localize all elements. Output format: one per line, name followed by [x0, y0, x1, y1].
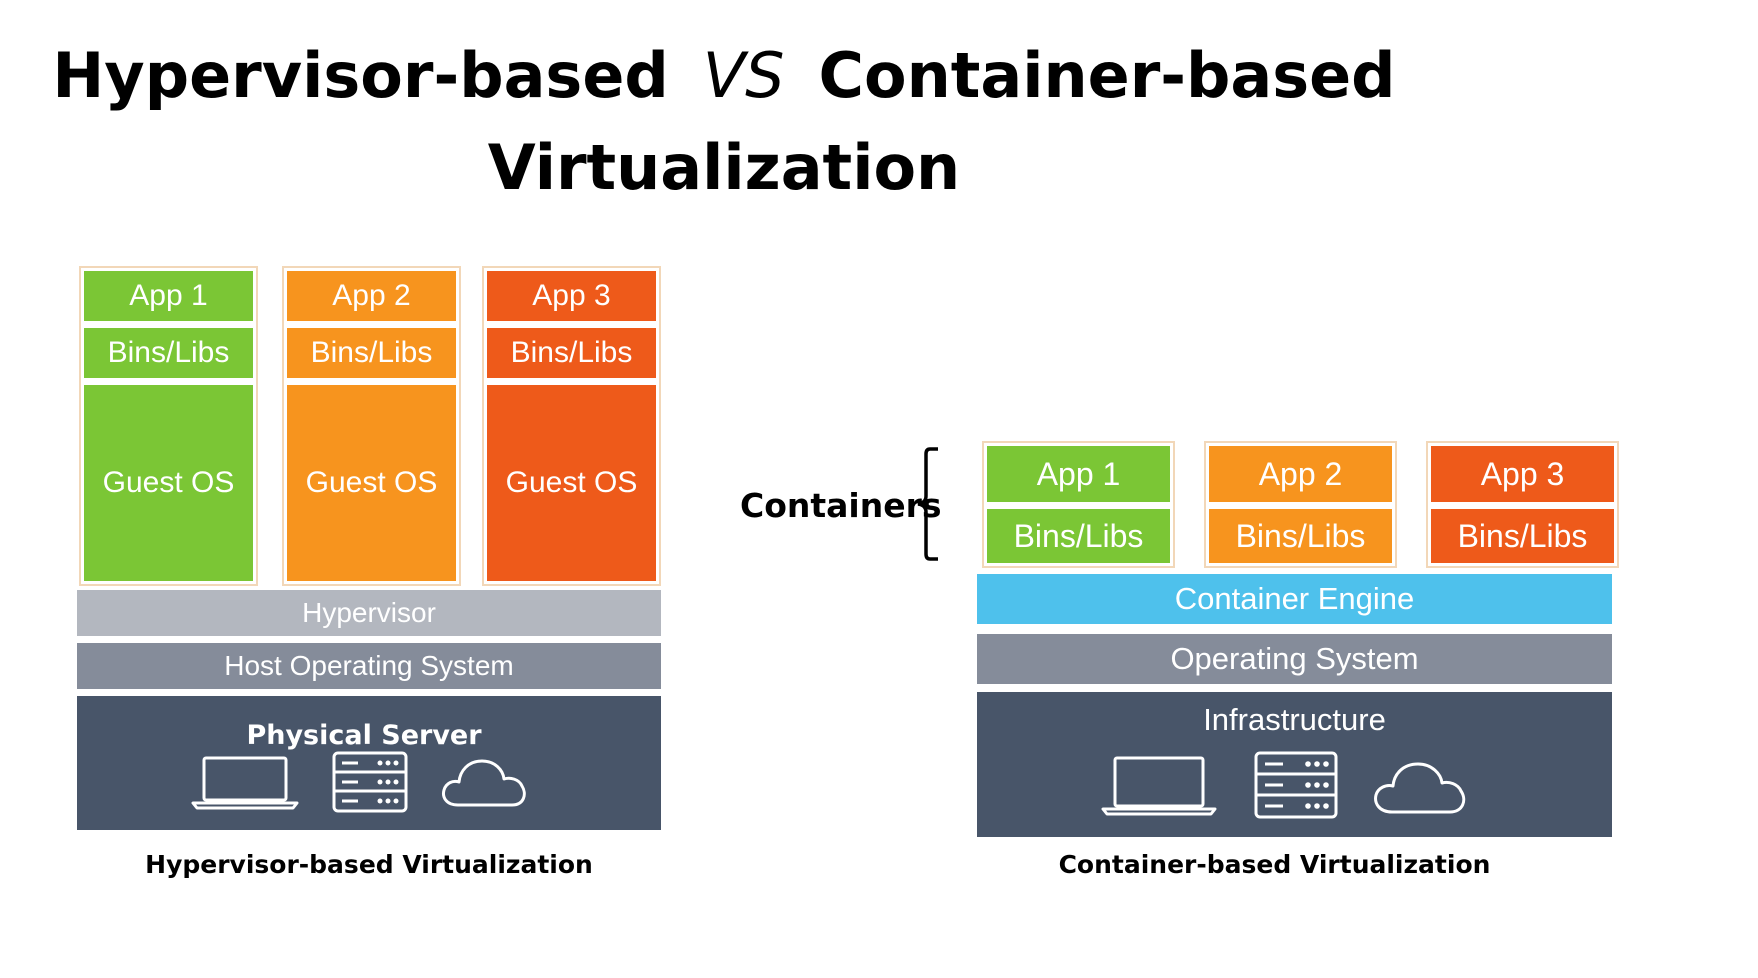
container-engine-layer: Container Engine	[977, 574, 1612, 624]
infrastructure-label: Infrastructure	[1203, 702, 1386, 737]
container-frame-3	[1426, 441, 1619, 568]
laptop-icon	[1101, 756, 1217, 816]
physical-server-layer: Physical Server	[77, 696, 661, 830]
vm-frame-2	[282, 266, 461, 586]
vm-app-2: App 2	[287, 271, 456, 321]
vm-guest-os-2: Guest OS	[287, 385, 456, 581]
physical-server-label: Physical Server	[246, 720, 482, 751]
cloud-icon	[1374, 762, 1466, 814]
container-libs-1: Bins/Libs	[987, 509, 1170, 563]
container-libs-3: Bins/Libs	[1431, 509, 1614, 563]
cloud-icon	[442, 759, 526, 807]
title-left: Hypervisor-based	[52, 39, 669, 112]
container-app-2: App 2	[1209, 446, 1392, 502]
server-icon	[332, 751, 408, 813]
container-frame-1	[982, 441, 1175, 568]
vm-libs-1: Bins/Libs	[84, 328, 253, 378]
container-caption: Container-based Virtualization	[1058, 850, 1491, 879]
page-title: Hypervisor-based VS Container-based	[24, 36, 1424, 116]
container-app-1: App 1	[987, 446, 1170, 502]
hypervisor-caption: Hypervisor-based Virtualization	[145, 850, 593, 879]
laptop-icon	[191, 756, 299, 810]
containers-label: Containers	[740, 486, 942, 525]
operating-system-layer: Operating System	[977, 634, 1612, 684]
hypervisor-layer: Hypervisor	[77, 590, 661, 636]
vm-guest-os-3: Guest OS	[487, 385, 656, 581]
vm-app-1: App 1	[84, 271, 253, 321]
title-right: Container-based	[818, 39, 1396, 112]
page-title-line2: Virtualization	[487, 131, 961, 204]
vm-libs-3: Bins/Libs	[487, 328, 656, 378]
container-frame-2	[1204, 441, 1397, 568]
container-libs-2: Bins/Libs	[1209, 509, 1392, 563]
brace-icon	[917, 447, 938, 561]
infrastructure-layer: Infrastructure	[977, 692, 1612, 837]
container-app-3: App 3	[1431, 446, 1614, 502]
vm-app-3: App 3	[487, 271, 656, 321]
vm-frame-3	[482, 266, 661, 586]
vm-frame-1	[79, 266, 258, 586]
vm-libs-2: Bins/Libs	[287, 328, 456, 378]
host-os-layer: Host Operating System	[77, 643, 661, 689]
vm-guest-os-1: Guest OS	[84, 385, 253, 581]
title-vs: VS	[702, 39, 785, 112]
server-icon	[1254, 751, 1338, 819]
